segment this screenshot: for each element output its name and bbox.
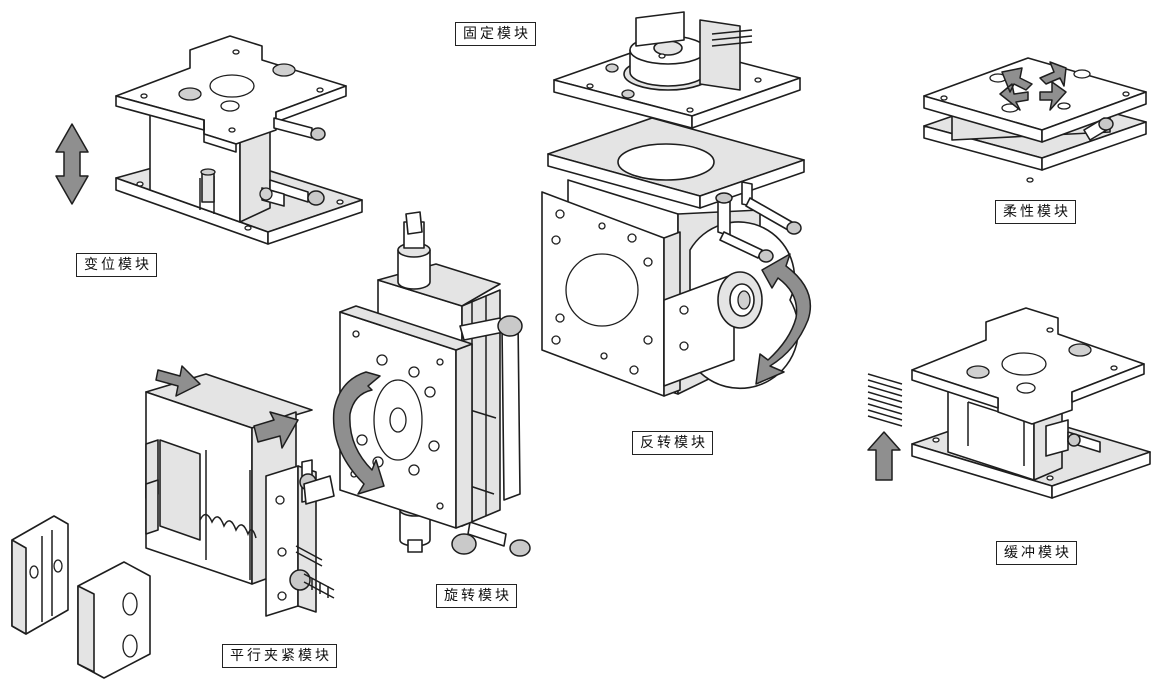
label-rotation-module: 旋转模块: [436, 584, 517, 608]
label-fixed-module: 固定模块: [455, 22, 536, 46]
label-buffer-module: 缓冲模块: [996, 541, 1077, 565]
flexible-module: [923, 57, 1147, 183]
label-flexible-module: 柔性模块: [995, 200, 1076, 224]
label-flip-module: 反转模块: [632, 431, 713, 455]
flip-module: [541, 117, 812, 397]
up-down-arrow: [55, 123, 89, 205]
label-displacement-module: 变位模块: [76, 253, 157, 277]
flip-rotation-arrow: [755, 253, 812, 385]
buffer-hatching: [867, 373, 903, 427]
displacement-module: [55, 35, 363, 245]
up-arrow: [867, 431, 901, 481]
parallel-clamp-module: [145, 365, 335, 617]
pin-shaft: [201, 171, 215, 203]
clamp-arrow-left: [155, 365, 201, 397]
rotation-module: [332, 211, 531, 557]
multi-direction-arrows: [999, 61, 1067, 111]
spring: [199, 513, 257, 539]
rotation-arrow: [332, 371, 385, 495]
jaw-pieces: [11, 515, 151, 679]
label-parallel-clamp-module: 平行夹紧模块: [222, 644, 337, 668]
clamp-arrow-right: [253, 411, 299, 449]
buffer-module: [867, 307, 1151, 499]
fixed-module: [553, 11, 801, 129]
